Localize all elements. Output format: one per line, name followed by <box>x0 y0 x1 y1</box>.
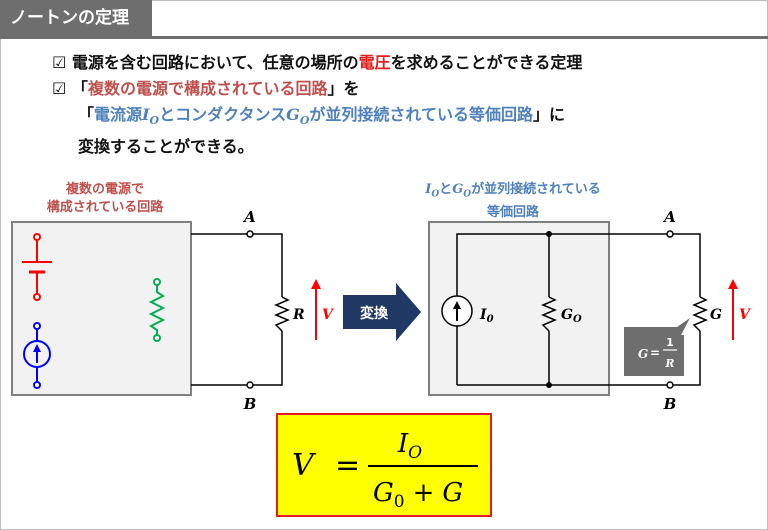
bullet-2-close: 」を <box>327 79 360 98</box>
label-r: R <box>292 307 305 323</box>
label-a: A <box>662 208 676 226</box>
bullet-2-cont: 「電流源IOとコンダクタンスGOが並列接続されている等価回路」に <box>52 102 752 134</box>
sub-o: O <box>463 189 472 200</box>
highlight-part: とコンダクタンス <box>159 105 287 124</box>
label-v: V <box>739 307 752 323</box>
sym-g: G <box>452 182 464 197</box>
junction-dot <box>546 231 552 237</box>
conductance-go-icon <box>541 296 557 332</box>
load-g-icon <box>692 296 708 332</box>
left-caption: 複数の電源で 構成されている回路 <box>20 181 190 217</box>
sub-o: O <box>431 189 440 200</box>
formula-eq: = <box>335 448 360 483</box>
right-circuit: A B I0 GO G V G = 1 R <box>428 208 752 413</box>
highlight-part: が並列接続されている等価回路 <box>309 105 533 124</box>
label-g: G <box>710 307 722 323</box>
conversion-label: 変換 <box>360 305 389 322</box>
callout-g: G <box>638 347 648 361</box>
checkbox-icon: ☑ <box>52 79 67 98</box>
bullet-2-highlight: 複数の電源で構成されている回路 <box>87 79 328 98</box>
callout-num: 1 <box>666 336 674 349</box>
bullet-1-text-a: 電源を含む回路において、任意の場所の <box>71 53 359 72</box>
terminal-a <box>666 230 674 238</box>
formula-denominator: G0+G <box>373 478 463 512</box>
caption-mid: と <box>439 182 453 197</box>
right-wires <box>456 233 708 386</box>
sym-g: G <box>286 105 300 124</box>
conversion-arrow: 変換 <box>343 283 421 341</box>
bullet-3-open: 「 <box>78 105 95 124</box>
terminal-b <box>246 381 254 389</box>
sub-o: O <box>149 114 160 128</box>
label-i0: I0 <box>479 307 494 325</box>
norton-formula: V = IO G0+G <box>276 413 492 517</box>
sym-i: I <box>142 105 150 124</box>
title-underline <box>0 36 768 39</box>
right-caption-line2: 等価回路 <box>486 204 539 220</box>
label-a: A <box>242 208 256 226</box>
terminal-b <box>666 381 674 389</box>
label-b: B <box>243 395 257 413</box>
norton-current-source-icon <box>441 295 473 327</box>
bullet-2-open: 「 <box>71 79 88 98</box>
g-equals-1-over-r-callout: G = 1 R <box>624 318 690 376</box>
sub-o: O <box>299 114 310 128</box>
bullet-3-close: 」に <box>532 105 565 124</box>
formula-numerator: IO <box>397 429 422 463</box>
checkbox-icon: ☑ <box>52 53 67 72</box>
right-caption: IOとGOが並列接続されている 等価回路 <box>398 181 628 222</box>
bullet-3-highlight: 電流源IOとコンダクタンスGOが並列接続されている等価回路 <box>94 105 533 128</box>
terminal-a <box>246 230 254 238</box>
right-caption-line1: IOとGOが並列接続されている <box>398 181 628 204</box>
callout-den: R <box>664 357 674 370</box>
label-b: B <box>663 395 677 413</box>
caption-rest: が並列接続されている <box>471 182 601 197</box>
bullet-1-text-c: を求めることができる定理 <box>390 53 583 72</box>
left-circuit: A B R V <box>11 208 335 413</box>
highlight-part: 電流源 <box>94 105 143 124</box>
formula-v: V <box>292 448 317 483</box>
junction-dot <box>546 382 552 388</box>
internal-resistor-icon <box>148 278 166 342</box>
battery-icon <box>22 233 52 301</box>
page-title: ノートンの定理 <box>0 0 152 36</box>
formula-graphic: V = IO G0+G <box>292 429 478 512</box>
sym-i: I <box>425 182 432 197</box>
current-source-icon <box>23 322 51 389</box>
label-go: GO <box>561 307 582 325</box>
left-wires <box>191 233 290 386</box>
label-v: V <box>322 307 335 323</box>
bullet-1: ☑ 電源を含む回路において、任意の場所の電圧を求めることができる定理 <box>52 50 752 76</box>
bullet-2-cont-2: 変換することができる。 <box>78 137 254 157</box>
left-caption-line1: 複数の電源で <box>65 182 144 197</box>
bullet-list: ☑ 電源を含む回路において、任意の場所の電圧を求めることができる定理 ☑ 「複数… <box>52 50 752 160</box>
bullet-1-highlight: 電圧 <box>358 53 391 72</box>
callout-eq: = <box>650 346 660 360</box>
left-caption-line2: 構成されている回路 <box>46 200 164 215</box>
bullet-2: ☑ 「複数の電源で構成されている回路」を <box>52 76 752 102</box>
